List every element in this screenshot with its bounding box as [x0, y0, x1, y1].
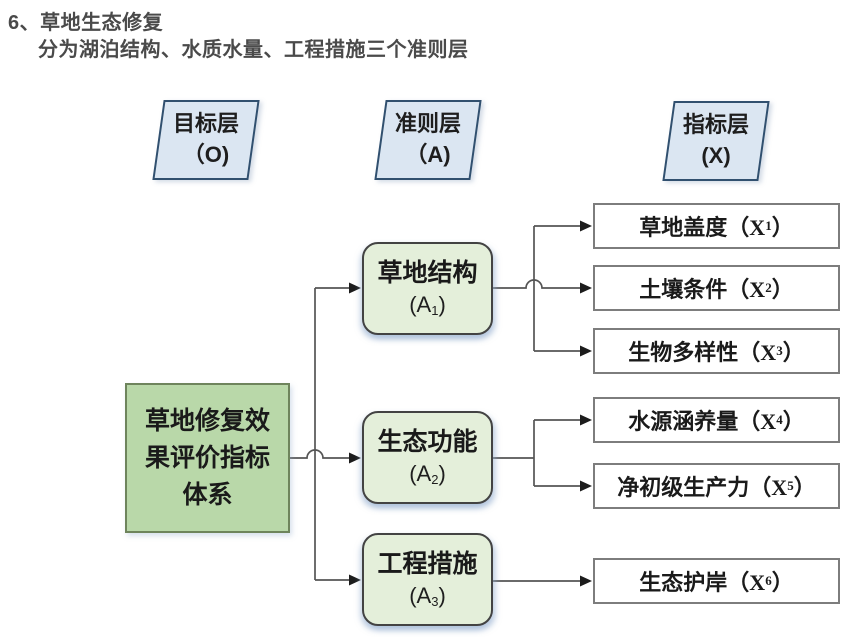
indicator-label: 净初级生产力	[617, 475, 750, 500]
criteria-code: (A1)	[409, 291, 446, 318]
indicator-label: 草地盖度	[639, 215, 728, 240]
layer-code: (X)	[701, 143, 731, 168]
arrow-into-x1	[580, 220, 592, 232]
arrow-into-a3	[349, 574, 361, 586]
arrow-into-x4	[580, 414, 592, 426]
indicator-label: 土壤条件	[639, 277, 728, 302]
section-subtitle: 分为湖泊结构、水质水量、工程措施三个准则层	[38, 39, 469, 61]
criteria-label: 工程措施	[377, 550, 478, 578]
layer-header-indicator: 指标层 (X)	[662, 101, 770, 181]
layer-code: （A)	[405, 142, 451, 167]
criteria-node-a1: 草地结构 (A1)	[362, 242, 493, 335]
indicator-label: 生物多样性	[628, 340, 739, 365]
layer-code: （O)	[182, 142, 230, 167]
arrow-into-x5	[580, 480, 592, 492]
layer-header-criteria: 准则层 （A)	[374, 100, 482, 180]
goal-node-label: 草地修复效 果评价指标 体系	[144, 407, 270, 509]
indicator-label: 生态护岸	[639, 570, 728, 595]
indicator-label: 水源涵养量	[628, 409, 739, 434]
layer-name: 指标层	[682, 112, 749, 137]
criteria-code: (A3)	[409, 582, 446, 609]
arrow-into-x3	[580, 345, 592, 357]
arrow-into-a2	[349, 452, 361, 464]
layer-name: 目标层	[172, 111, 239, 136]
criteria-label: 生态功能	[377, 428, 478, 456]
criteria-node-a2: 生态功能 (A2)	[362, 411, 493, 504]
goal-node: 草地修复效 果评价指标 体系	[125, 383, 290, 533]
section-title: 6、草地生态修复	[8, 12, 164, 34]
edge-goal-a2	[290, 449, 350, 459]
criteria-node-a3: 工程措施 (A3)	[362, 533, 493, 626]
layer-name: 准则层	[394, 111, 461, 136]
edge-a1-x2	[493, 279, 581, 289]
criteria-label: 草地结构	[377, 259, 478, 287]
arrow-into-a1	[349, 282, 361, 294]
arrow-into-x2	[580, 282, 592, 294]
arrow-into-x6	[580, 575, 592, 587]
layer-header-goal: 目标层 （O)	[152, 100, 260, 180]
criteria-code: (A2)	[409, 460, 446, 487]
